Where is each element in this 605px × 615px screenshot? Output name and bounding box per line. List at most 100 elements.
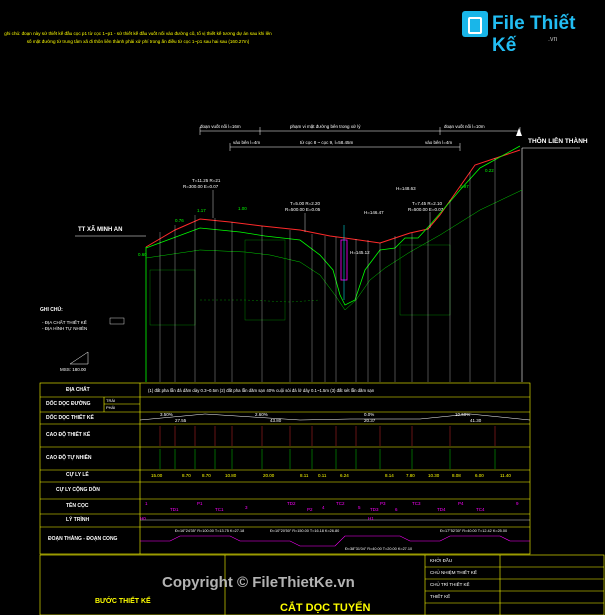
row-header-geology: ĐỊA CHẤT xyxy=(66,387,90,393)
section-sublabel-2: từ cọc 8 ~ cọc 9, l=58.45m xyxy=(300,140,354,145)
geology-content: (1) đất pha lẫn đá dăm dày 0.3~0.5m (2) … xyxy=(148,388,375,393)
level-f: 0.22 xyxy=(485,168,494,173)
row-sub-left: TRÁI xyxy=(106,398,116,403)
row-header-natural-elev: CAO ĐỘ TỰ NHIÊN xyxy=(46,455,92,461)
section-sublabel-3: vào bên l=4m xyxy=(425,140,453,145)
stake-tc2: TC2 xyxy=(336,501,345,506)
stake-4: 4 xyxy=(322,505,325,510)
section-label-2: phạm vi mặt đường bên trong xử lý xyxy=(290,124,361,129)
curve-data-1: Đ=16°24'35" R=100.00 T=13.75 K=27.18 xyxy=(175,529,245,533)
row-header-curves: ĐOẠN THẲNG - ĐOẠN CONG xyxy=(48,536,118,542)
grade-1: 3.50% xyxy=(160,412,173,417)
grade-2: 2.60% xyxy=(255,412,268,417)
stake-tc1: TC1 xyxy=(215,507,224,512)
stake-tc3: TC3 xyxy=(412,501,421,506)
filethietke-logo[interactable]: File Thiết Kế .vn xyxy=(462,8,602,56)
row-header-chainage: LÝ TRÌNH xyxy=(66,517,90,523)
dist-9: 8.14 xyxy=(385,473,394,478)
level-b: 0.76 xyxy=(175,218,184,223)
dist-5: 20.00 xyxy=(263,473,275,478)
legend-title: GHI CHÚ: xyxy=(40,307,63,313)
row-header-design-grade: DỐC DỌC THIẾT KẾ xyxy=(46,415,94,421)
row-sub-right: PHẢI xyxy=(106,405,116,410)
scale-label: MSS: 180.00 xyxy=(60,367,87,372)
stake-td3: TD3 xyxy=(370,507,379,512)
curve3-label-b: R=500.00 E=0.07 xyxy=(408,207,444,212)
drawing-title: CẮT DỌC TUYẾN xyxy=(280,602,371,614)
row-header-road-grade: DỐC DỌC ĐƯỜNG xyxy=(46,401,91,407)
stake-td4: TD4 xyxy=(437,507,446,512)
level-e: 0.97 xyxy=(460,184,469,189)
right-terminus-arrow xyxy=(516,128,522,136)
legend-hatch xyxy=(109,317,125,325)
profile-table-frame xyxy=(39,382,531,555)
stake-6: 6 xyxy=(395,507,398,512)
dist-3: 8.70 xyxy=(202,473,211,478)
grade-4: 10.60% xyxy=(455,412,471,417)
stake-p2: P2 xyxy=(307,507,313,512)
dist-10: 7.80 xyxy=(406,473,415,478)
dist-6: 8.11 xyxy=(300,473,309,478)
stake-1: 1 xyxy=(145,501,148,506)
dist-1: 15.00 xyxy=(151,473,163,478)
right-terminus-label: THÔN LIÊN THÀNH xyxy=(528,138,588,145)
pipe-elev-3: H=145.12 xyxy=(350,250,370,255)
stake-3: 3 xyxy=(245,505,248,510)
grade-len-3: 20.37 xyxy=(364,418,376,423)
curve-data-3: Đ=38°31'04" R=40.00 T=20.00 K=27.10 xyxy=(345,547,413,551)
pipe-elev-2: H=146.47 xyxy=(364,210,384,215)
pipe-elev-1: H=148.63 xyxy=(396,186,416,191)
title-block-role-1: CHỦ NHIỆM THIẾT KẾ xyxy=(430,570,477,575)
title-block-frame xyxy=(39,554,605,615)
section-label-1: đoạn vuốt nối l=16m xyxy=(200,124,241,129)
stake-td2: TD2 xyxy=(287,501,296,506)
natural-ground-line xyxy=(145,145,521,306)
curve-data-2: Đ=10°20'50" R=150.00 T=16.18 K=26.80 xyxy=(270,529,340,533)
row-header-cumulative: CỰ LY CỘNG DỒN xyxy=(56,487,100,493)
grade-len-2: 43.80 xyxy=(270,418,282,423)
curve2-label-b: R=500.00 E=0.05 xyxy=(285,207,321,212)
curve1-label-b: R=300.00 E=0.07 xyxy=(183,184,219,189)
drawing-note: ghi chú: đoạn này sử thiết kế đầu cọc p1… xyxy=(4,31,272,44)
stake-p3: P3 xyxy=(380,501,386,506)
ground-ticks xyxy=(159,449,496,469)
stake-lines xyxy=(159,158,496,382)
design-step-label: BƯỚC THIẾT KẾ xyxy=(95,598,151,605)
curve-data-4: Đ=17°52'30" R=40.00 T=12.42 K=25.00 xyxy=(440,529,508,533)
row-header-stake: TÊN CỌC xyxy=(66,503,89,509)
title-block-role-3: THIẾT KẾ xyxy=(430,594,451,599)
chainage-h0: H0 xyxy=(140,516,146,521)
scale-triangle xyxy=(69,351,89,365)
logo-domain: .vn xyxy=(548,36,558,43)
elev-ticks xyxy=(159,426,496,446)
row-header-design-elev: CAO ĐỘ THIẾT KẾ xyxy=(46,432,91,438)
stake-td1: TD1 xyxy=(170,507,179,512)
stratum-line-2 xyxy=(200,299,321,303)
grade-len-1: 27.55 xyxy=(175,418,187,423)
table-grade-diagram xyxy=(139,413,531,421)
section-label-3: đoạn vuốt nối l=10m xyxy=(444,124,485,129)
dist-13: 6.00 xyxy=(475,473,484,478)
chainage-h1: H1 xyxy=(368,516,374,521)
legend-line-1: - ĐỊA CHẤT THIẾT KẾ xyxy=(42,320,87,325)
level-c: 1.17 xyxy=(197,208,206,213)
file-icon xyxy=(462,11,488,37)
stake-p1: P1 xyxy=(197,501,203,506)
stratum-line-1 xyxy=(145,189,523,311)
level-a: 0.60 xyxy=(138,252,147,257)
stake-5: 5 xyxy=(358,505,361,510)
section-sublabel-1: vào bên l=4m xyxy=(233,140,261,145)
grade-3: 0.0% xyxy=(364,412,375,417)
dist-12: 8.08 xyxy=(452,473,461,478)
section-block-a xyxy=(149,269,196,326)
grade-len-4: 41.30 xyxy=(470,418,482,423)
copyright-watermark: Copyright © FileThietKe.vn xyxy=(162,574,355,591)
title-block-role-2: CHỦ TRÌ THIẾT KẾ xyxy=(430,582,470,587)
curve-diagram xyxy=(140,535,530,547)
dist-2: 8.70 xyxy=(182,473,191,478)
title-block-row-1: KHỞI ĐẦU xyxy=(430,558,453,563)
section-block-b xyxy=(244,239,286,321)
dist-14: 11.40 xyxy=(500,473,511,478)
